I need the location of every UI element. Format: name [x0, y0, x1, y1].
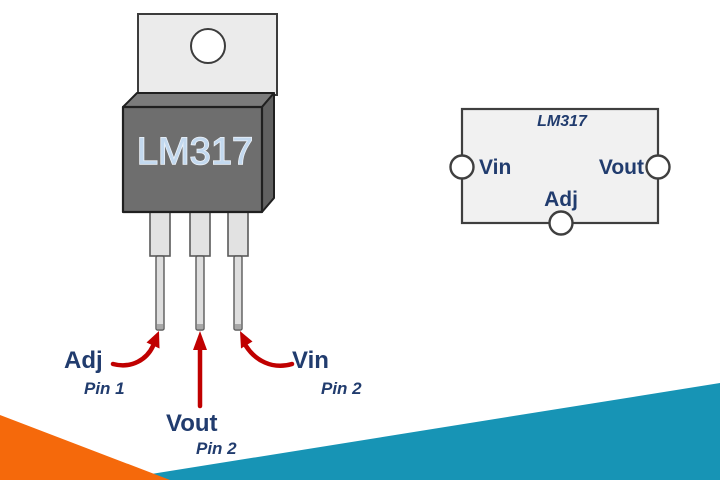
symbol-title: LM317	[537, 113, 588, 130]
vout-label: Vout	[166, 410, 218, 437]
adj-pin-number: Pin 1	[84, 379, 125, 398]
symbol-vout-label: Vout	[599, 156, 644, 179]
pin1-wide	[149, 205, 171, 257]
vout-arrowhead	[193, 331, 207, 350]
pin2-tip	[197, 324, 203, 329]
pin-labels: Adj Pin 1 Vout Pin 2 Vin Pin 2	[64, 347, 362, 458]
vin-pin-number: Pin 2	[321, 379, 362, 398]
package-pins	[149, 205, 249, 331]
adj-arrow	[110, 343, 156, 368]
adj-arrowhead	[146, 331, 160, 349]
pin3-wide	[227, 205, 249, 257]
body-side-face	[261, 92, 275, 213]
package-body	[121, 92, 275, 214]
adj-label: Adj	[64, 347, 103, 374]
package-part-number: LM317	[137, 131, 253, 173]
vin-label: Vin	[292, 347, 329, 374]
vin-arrowhead	[240, 331, 253, 349]
pin3-tip	[235, 324, 241, 329]
body-top-face	[122, 92, 275, 108]
pin-callout-arrows	[110, 331, 295, 409]
symbol-vout-terminal-icon	[645, 154, 671, 180]
symbol-vin-label: Vin	[479, 156, 511, 179]
body-front-face	[121, 105, 264, 214]
orange-accent-shape	[0, 415, 170, 480]
tab-hole-icon	[190, 28, 226, 64]
to220-package-drawing: LM317	[121, 13, 278, 331]
symbol-adj-label: Adj	[544, 188, 578, 211]
teal-accent-shape	[114, 383, 720, 480]
symbol-vin-terminal-icon	[449, 154, 475, 180]
schematic-symbol: LM317 Vin Vout Adj	[449, 107, 671, 236]
symbol-adj-terminal-icon	[548, 210, 574, 236]
pin2-leg	[195, 255, 205, 331]
pin2-wide	[189, 205, 211, 257]
pin1-tip	[157, 324, 163, 329]
pin3-leg	[233, 255, 243, 331]
pin1-leg	[155, 255, 165, 331]
vin-arrow	[243, 343, 295, 368]
vout-pin-number: Pin 2	[196, 439, 237, 458]
